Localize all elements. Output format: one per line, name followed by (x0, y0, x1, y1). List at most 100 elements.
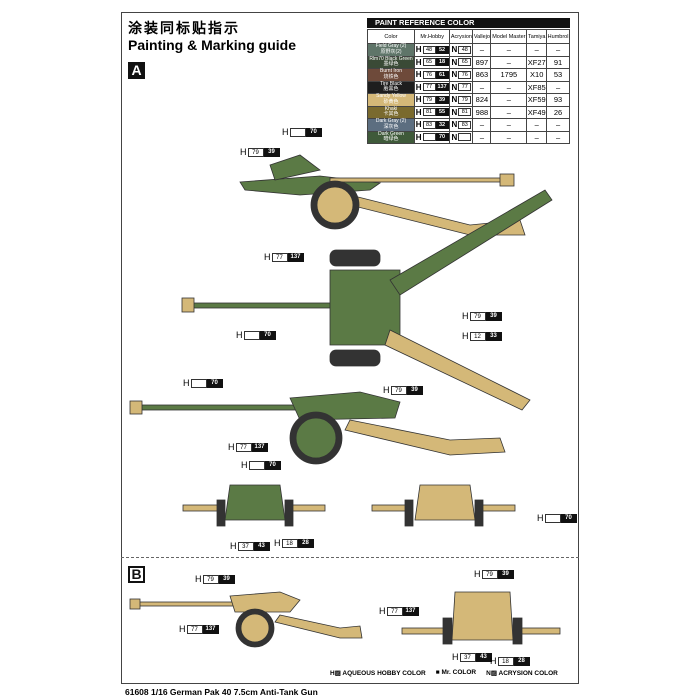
aqueous-code: 79 (202, 574, 219, 584)
gun-side-view-b (129, 591, 363, 648)
mr-color-code: 39 (218, 574, 235, 584)
acrysion-cell: N (449, 130, 474, 144)
model-master-cell: – (490, 93, 528, 107)
paint-callout: H 70 (236, 330, 276, 340)
aqueous-code (243, 330, 260, 340)
mr-color-code: 137 (202, 624, 219, 634)
model-master-cell: – (490, 55, 528, 69)
column-header: Humbrol (546, 29, 570, 44)
humbrol-cell: 93 (546, 93, 570, 107)
humbrol-cell: – (546, 130, 570, 144)
aqueous-code: 65 (422, 58, 436, 67)
callout-prefix: H (537, 513, 544, 523)
color-name-cn: 卡其色 (383, 111, 399, 118)
aqueous-code: 76 (422, 70, 436, 79)
mr-color-code: 28 (297, 538, 314, 548)
guide-frame (121, 12, 579, 684)
column-header: Vallejo (472, 29, 492, 44)
legend-aqueous: H▨ AQUEOUS HOBBY COLOR (330, 670, 426, 677)
tamiya-cell: XF49 (526, 105, 548, 119)
paint-table-title: PAINT REFERENCE COLOR (367, 18, 570, 28)
section-a-label: A (128, 62, 145, 79)
acrysion-code: 81 (458, 108, 472, 117)
color-name: Khaki (384, 105, 398, 112)
product-footer: 61608 1/16 German Pak 40 7.5cm Anti-Tank… (125, 687, 318, 697)
gun-front-view-a (182, 484, 326, 527)
humbrol-cell: 53 (546, 68, 570, 82)
vallejo-cell: – (472, 118, 492, 132)
acrysion-code: 83 (458, 120, 472, 129)
column-header: Color (367, 29, 415, 44)
color-swatch: Field Gray (2)原野灰(2) (367, 43, 415, 57)
aqueous-code: 79 (422, 95, 436, 104)
column-header: Mr.Hobby (413, 29, 451, 44)
vallejo-cell: – (472, 80, 492, 94)
model-master-cell: – (490, 80, 528, 94)
mr-color-code: 70 (264, 460, 281, 470)
acrysion-code: 65 (458, 58, 472, 67)
mr-color-code: 32 (435, 120, 449, 129)
aqueous-code: 77 (271, 252, 288, 262)
vallejo-cell: 897 (472, 55, 492, 69)
legend-acrysion: N▨ ACRYSION COLOR (486, 670, 558, 677)
aqueous-code: 77 (422, 83, 436, 92)
aqueous-code: 48 (422, 45, 436, 54)
tamiya-cell: – (526, 130, 548, 144)
mr-color-code: 70 (435, 133, 449, 142)
mr-color-code: 70 (259, 330, 276, 340)
callout-prefix: H (462, 331, 469, 341)
color-name-cn: 砂黄色 (383, 98, 399, 105)
aqueous-code: 77 (386, 606, 403, 616)
gun-top-view (181, 189, 553, 411)
color-name: Tire Black (379, 80, 403, 87)
callout-prefix: H (179, 624, 186, 634)
color-name-cn: 暗绿色 (383, 136, 399, 143)
vallejo-cell: 988 (472, 105, 492, 119)
callout-prefix: H (236, 330, 243, 340)
tamiya-cell: XF27 (526, 55, 548, 69)
aqueous-code: 37 (459, 652, 476, 662)
mr-color-code: 70 (206, 378, 223, 388)
aqueous-code: 83 (422, 120, 436, 129)
color-name: Field Gray (2) (375, 43, 407, 50)
callout-prefix: H (240, 147, 247, 157)
column-header: Model Master (490, 29, 528, 44)
callout-prefix: H (474, 569, 481, 579)
color-swatch: Dark Gray (2)深灰色 (367, 118, 415, 132)
aqueous-code: 12 (469, 331, 486, 341)
acrysion-code: 79 (458, 95, 472, 104)
vallejo-cell: – (472, 43, 492, 57)
callout-prefix: H (379, 606, 386, 616)
color-name-cn: 深灰色 (383, 123, 399, 130)
color-legend: H▨ AQUEOUS HOBBY COLOR ■ Mr. COLOR N▨ AC… (330, 669, 558, 677)
page-title: Painting & Marking guide (128, 37, 297, 53)
humbrol-cell: – (546, 80, 570, 94)
title-chinese: 涂装同标贴指示 (128, 20, 240, 36)
